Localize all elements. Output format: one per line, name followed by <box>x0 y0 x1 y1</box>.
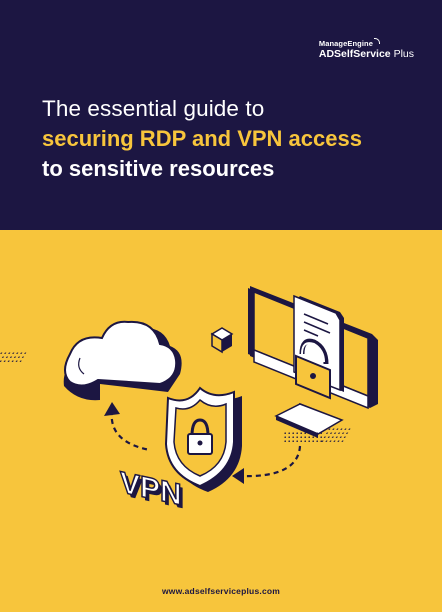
cloud-icon <box>63 320 182 401</box>
illustration: VPN VPN <box>0 286 378 516</box>
title-line-2: securing RDP and VPN access <box>42 126 362 151</box>
brand-logo: ManageEngine ADSelfService Plus <box>319 38 414 61</box>
brand-company: ManageEngine <box>318 39 373 48</box>
shield-icon <box>164 386 242 492</box>
website-url: www.adselfserviceplus.com <box>161 586 281 596</box>
brand-arc-icon <box>373 38 380 44</box>
arrow-head-left <box>104 402 120 416</box>
brand-product-rest: Plus <box>390 48 414 60</box>
cube-icon <box>0 327 234 364</box>
title-line-3: to sensitive resources <box>42 156 275 181</box>
brand-product-bold: ADSelfService <box>318 48 391 60</box>
title-line-1: The essential guide to <box>42 96 265 121</box>
header-band <box>0 0 442 230</box>
vpn-label-group: VPN VPN <box>119 466 184 516</box>
arrow-head-right <box>232 468 244 484</box>
arrow-monitor-to-shield <box>239 445 302 478</box>
padlock-icon <box>295 338 331 400</box>
cover-title: The essential guide to securing RDP and … <box>42 94 422 184</box>
arrow-cloud-to-shield <box>110 409 151 452</box>
vpn-label: VPN <box>120 466 182 512</box>
